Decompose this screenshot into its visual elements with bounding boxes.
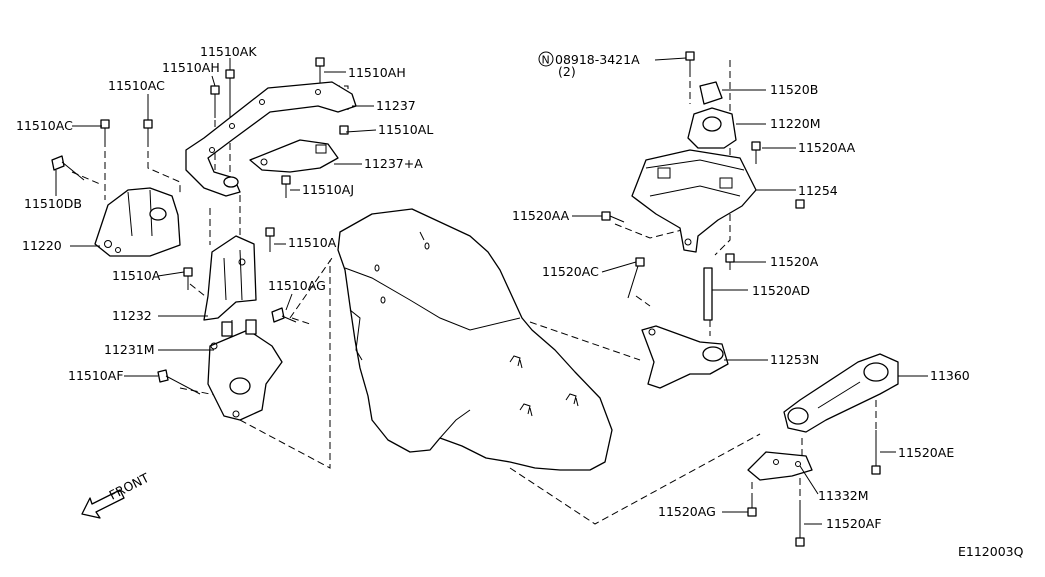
label-nut-symbol: N [542, 54, 550, 67]
bracket-11237a [249, 139, 339, 173]
label-11520ag: 11520AG [658, 504, 716, 519]
label-11254: 11254 [798, 183, 838, 198]
mount-11231m [207, 319, 283, 421]
label-11332m: 11332M [818, 488, 869, 503]
label-11520aa-a: 11520AA [798, 140, 856, 155]
label-front: FRONT [107, 470, 152, 503]
bolts [51, 51, 881, 547]
label-11237: 11237 [376, 98, 416, 113]
label-11220: 11220 [22, 238, 62, 253]
label-11510db: 11510DB [24, 196, 82, 211]
label-11510aj: 11510AJ [302, 182, 354, 197]
label-11520aa-b: 11520AA [512, 208, 570, 223]
label-11253n: 11253N [770, 352, 819, 367]
label-11231m: 11231M [104, 342, 155, 357]
label-11510al: 11510AL [378, 122, 433, 137]
label-11510ak: 11510AK [200, 44, 257, 59]
label-11510ah-b: 11510AH [348, 65, 406, 80]
front-arrow-icon [81, 489, 125, 519]
label-11520ad: 11520AD [752, 283, 810, 298]
bracket-11254 [631, 149, 757, 253]
label-11510af: 11510AF [68, 368, 124, 383]
nut-circle-icon [538, 51, 554, 67]
bracket-11332m [747, 451, 813, 481]
label-11520a: 11520A [770, 254, 819, 269]
label-nut-qty: (2) [558, 64, 576, 79]
mount-11220 [94, 187, 181, 257]
label-11510a-b: 11510A [112, 268, 161, 283]
leader-lines [55, 57, 928, 525]
label-11520af: 11520AF [826, 516, 882, 531]
engine-block [337, 208, 613, 471]
label-08918-3421a: 08918-3421A [555, 52, 640, 67]
label-11510ag: 11510AG [268, 278, 326, 293]
callout-labels: 11510AK 11510AH 11510AH 11237 11510AC 11… [16, 44, 1024, 559]
label-11520b: 11520B [770, 82, 818, 97]
label-11510ah-a: 11510AH [162, 60, 220, 75]
diagram-code: E112003Q [958, 544, 1024, 559]
label-11520ae: 11520AE [898, 445, 954, 460]
label-11510ac-b: 11510AC [16, 118, 73, 133]
mount-11220m [687, 81, 737, 149]
torque-rod-11360 [783, 353, 899, 433]
label-11232: 11232 [112, 308, 152, 323]
bracket-11237 [185, 81, 357, 197]
bracket-11253n [641, 325, 729, 389]
label-11510a-a: 11510A [288, 235, 337, 250]
bracket-11232 [203, 235, 257, 321]
label-11520ac: 11520AC [542, 264, 599, 279]
label-11360: 11360 [930, 368, 970, 383]
label-11220m: 11220M [770, 116, 821, 131]
label-11510ac-a: 11510AC [108, 78, 165, 93]
label-11237a: 11237+A [364, 156, 423, 171]
